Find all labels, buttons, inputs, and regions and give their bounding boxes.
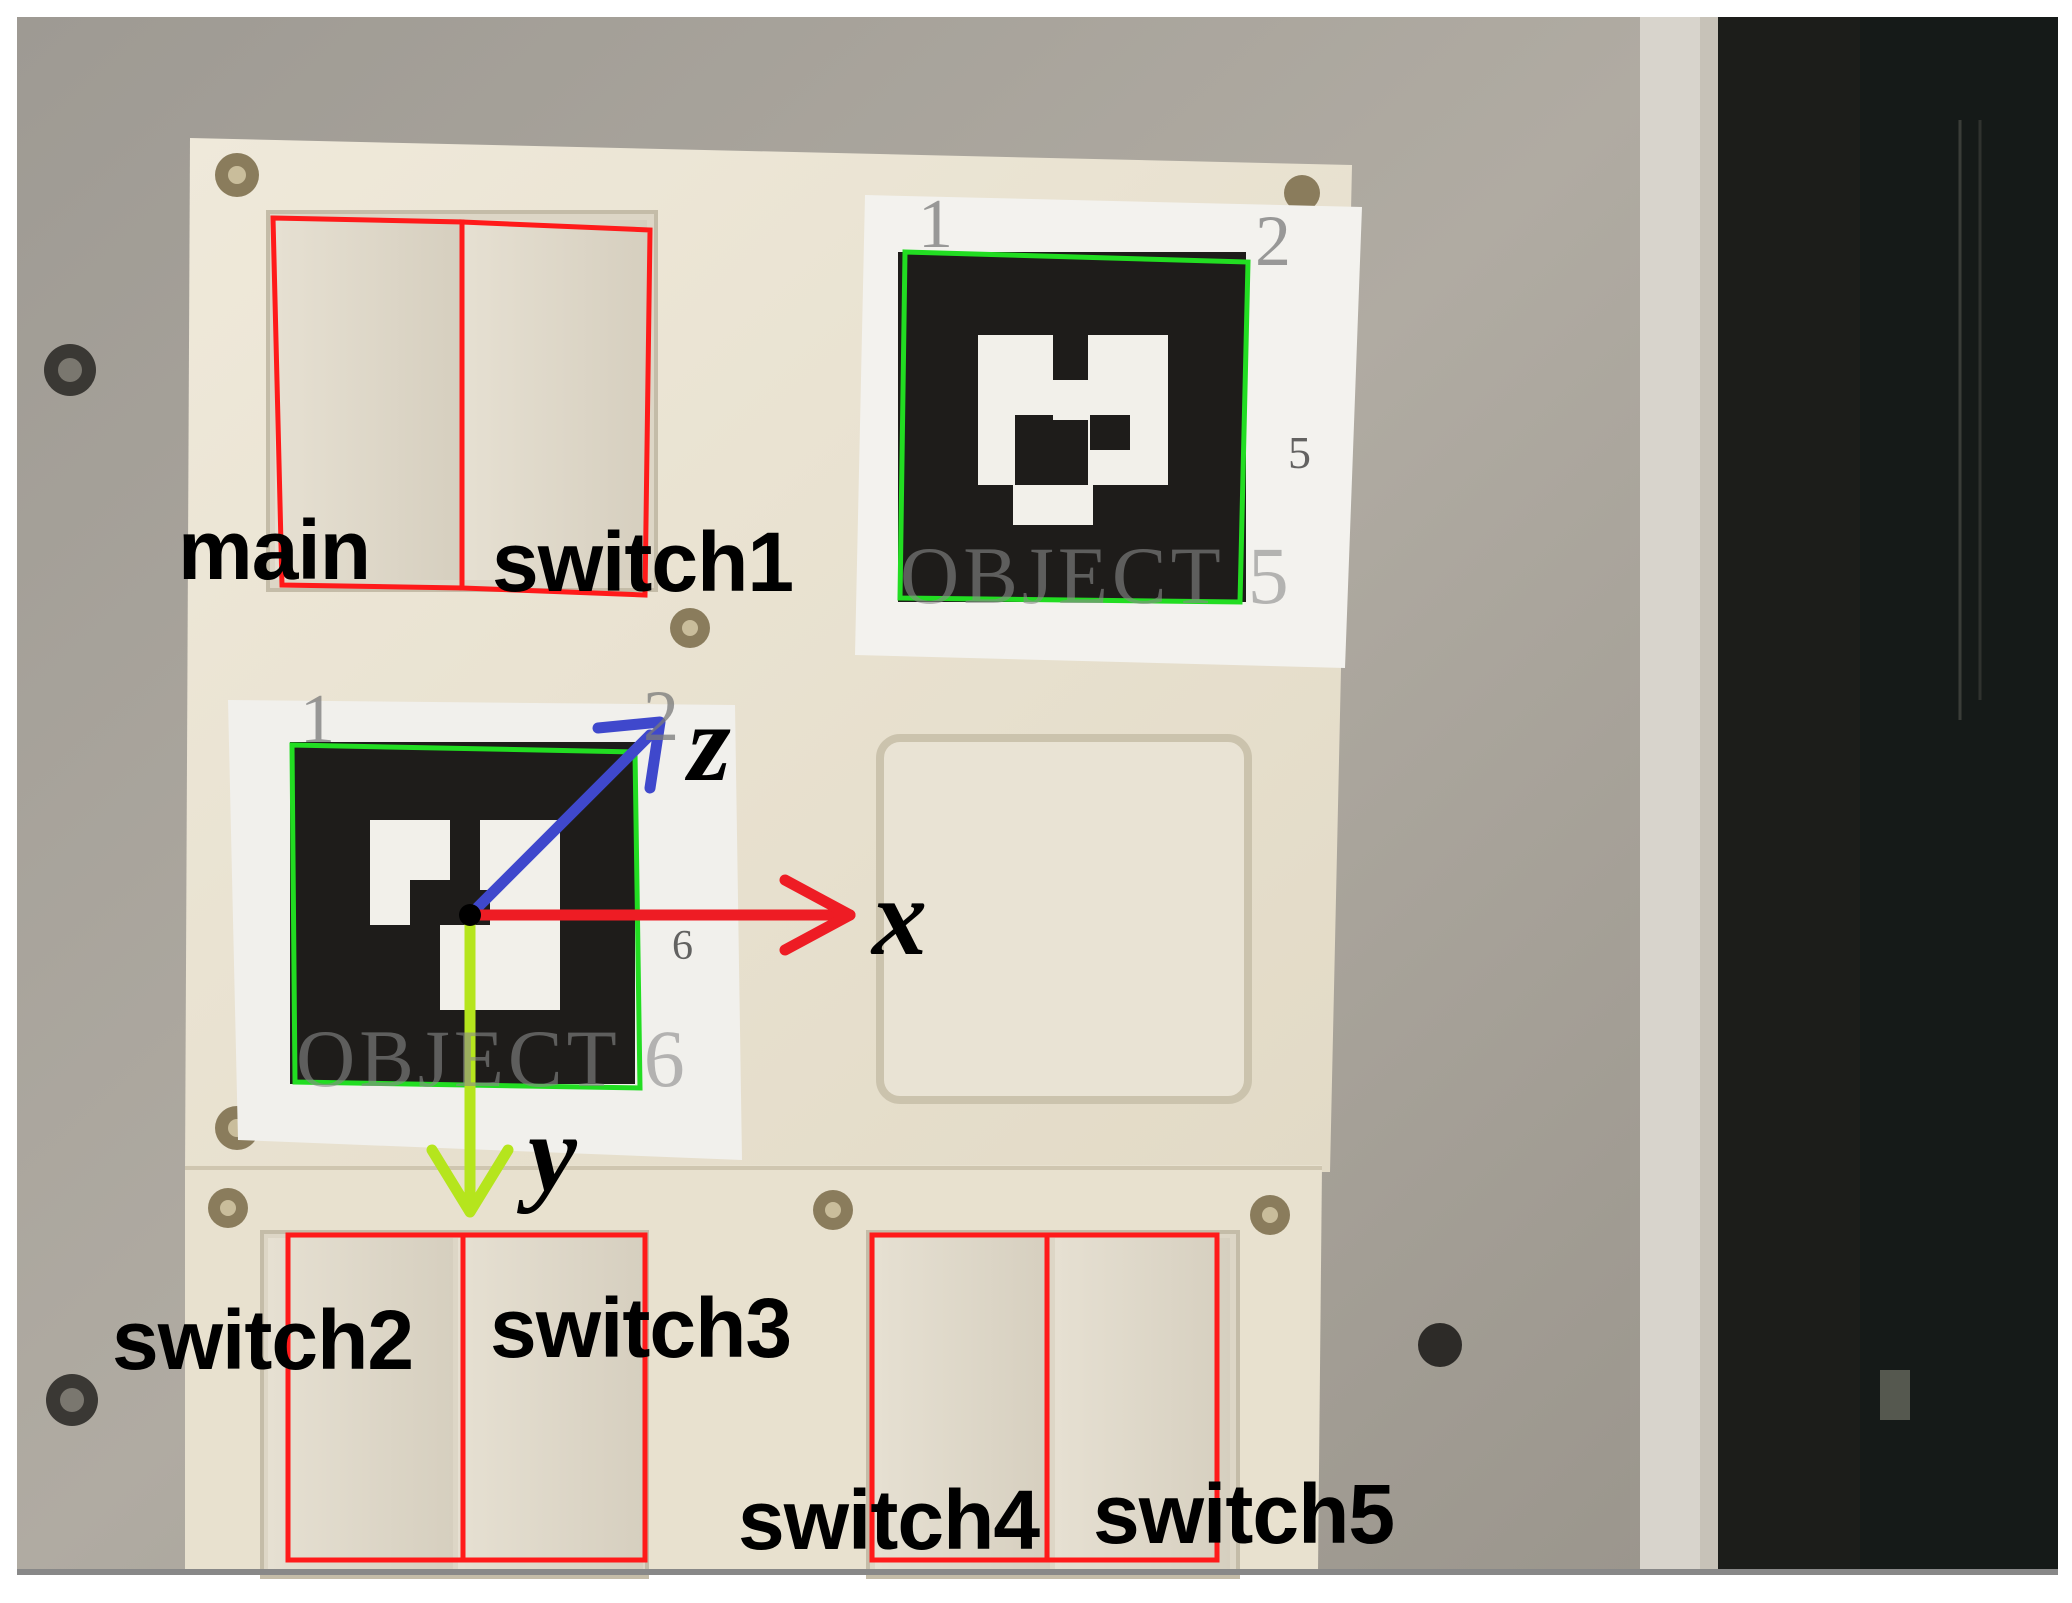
marker-bottom-corner-2: 2: [643, 676, 679, 756]
marker-top-corner-2: 2: [1255, 201, 1291, 281]
empty-slot: [876, 734, 1252, 1104]
switch-box-switch3: [460, 1232, 648, 1563]
label-switch3: switch3: [490, 1281, 792, 1375]
label-switch2: switch2: [112, 1293, 414, 1387]
marker-top-caption: OBJECT 5: [900, 530, 1293, 621]
marker-top-corner-1: 1: [918, 186, 953, 263]
switch-box-switch1: [459, 219, 653, 598]
aruco-marker-top: [898, 252, 1246, 602]
z-axis-arrow: [464, 729, 656, 921]
axis-label-y: y: [528, 1092, 577, 1214]
marker-top-side-number: 5: [1288, 427, 1311, 478]
axis-origin: [459, 904, 481, 926]
marker-box-top: [897, 249, 1251, 605]
label-switch4: switch4: [738, 1473, 1040, 1567]
label-switch5: switch5: [1093, 1467, 1395, 1561]
axis-label-z: z: [688, 682, 731, 804]
switch-box-switch5: [1044, 1232, 1220, 1563]
marker-box-bottom: [289, 742, 643, 1091]
marker-bottom-side-number: 6: [672, 923, 693, 969]
label-switch1: switch1: [492, 515, 794, 609]
axis-label-x: x: [872, 856, 927, 978]
marker-bottom-caption: OBJECT 6: [296, 1013, 689, 1104]
label-main: main: [178, 503, 371, 597]
marker-bottom-corner-1: 1: [300, 681, 335, 758]
